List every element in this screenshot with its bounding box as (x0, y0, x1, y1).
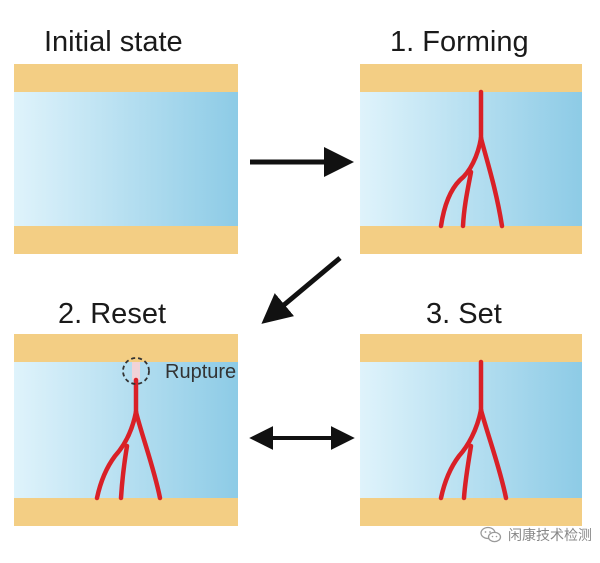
panel-initial (14, 64, 238, 254)
panel-title-forming: 1. Forming (390, 26, 529, 58)
panel-forming (360, 64, 582, 254)
conductive-filament (438, 89, 505, 229)
oxide-layer (14, 92, 238, 226)
wechat-icon (480, 526, 502, 543)
bottom-electrode (14, 226, 238, 254)
arrow-forming-to-reset (261, 256, 342, 324)
bottom-electrode (14, 498, 238, 526)
watermark-text: 闲康技术检测 (508, 528, 592, 544)
conductive-filament (438, 359, 509, 501)
top-electrode (14, 334, 238, 362)
bottom-electrode (360, 226, 582, 254)
panel-title-reset: 2. Reset (58, 298, 166, 330)
watermark: 闲康技术检测 (480, 525, 592, 545)
top-electrode (360, 334, 582, 362)
conductive-filament (94, 377, 163, 501)
rupture-marker-circle (122, 357, 150, 385)
panel-title-set: 3. Set (426, 298, 502, 330)
panel-title-initial: Initial state (44, 26, 183, 58)
panel-reset (14, 334, 238, 526)
top-electrode (360, 64, 582, 92)
rupture-label: Rupture (165, 361, 237, 383)
bottom-electrode (360, 498, 582, 526)
oxide-layer (360, 92, 582, 226)
oxide-layer (14, 362, 238, 498)
panel-set (360, 334, 582, 526)
oxide-layer (360, 362, 582, 498)
rupture-gap (132, 362, 140, 380)
top-electrode (14, 64, 238, 92)
